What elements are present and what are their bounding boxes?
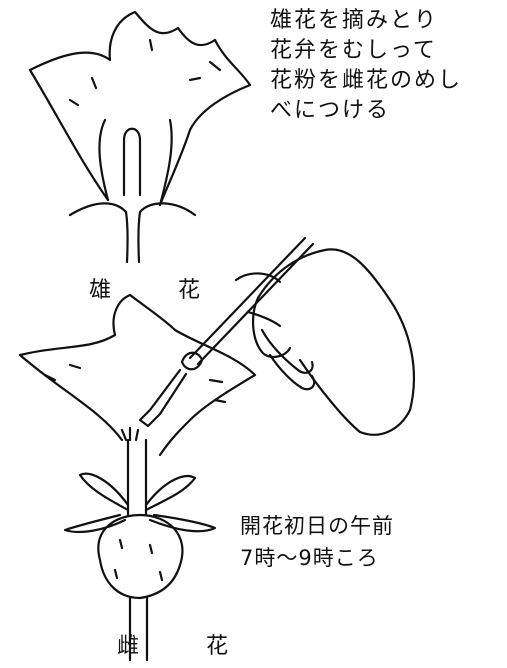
instructions-line-3: 花粉を雌花のめし [270,68,463,93]
hand-with-brush-illustration [138,236,416,436]
timing-line-2: 7時〜9時ころ [240,546,379,570]
instructions-line-1: 雄花を摘みとり [270,8,439,33]
female-flower-label: 雌 花 [117,634,258,659]
instructions-line-2: 花弁をむしって [270,38,437,63]
pollination-instructions: 雄花を摘みとり 花弁をむしって 花粉を雌花のめし べにつける [270,6,462,126]
male-flower-illustration [28,10,252,264]
female-flower-illustration [18,293,257,662]
timing-line-1: 開花初日の午前 [240,514,394,538]
pollination-timing: 開花初日の午前 7時〜9時ころ [240,510,394,574]
male-flower-label: 雄 花 [89,278,230,303]
instructions-line-4: べにつける [270,98,391,123]
